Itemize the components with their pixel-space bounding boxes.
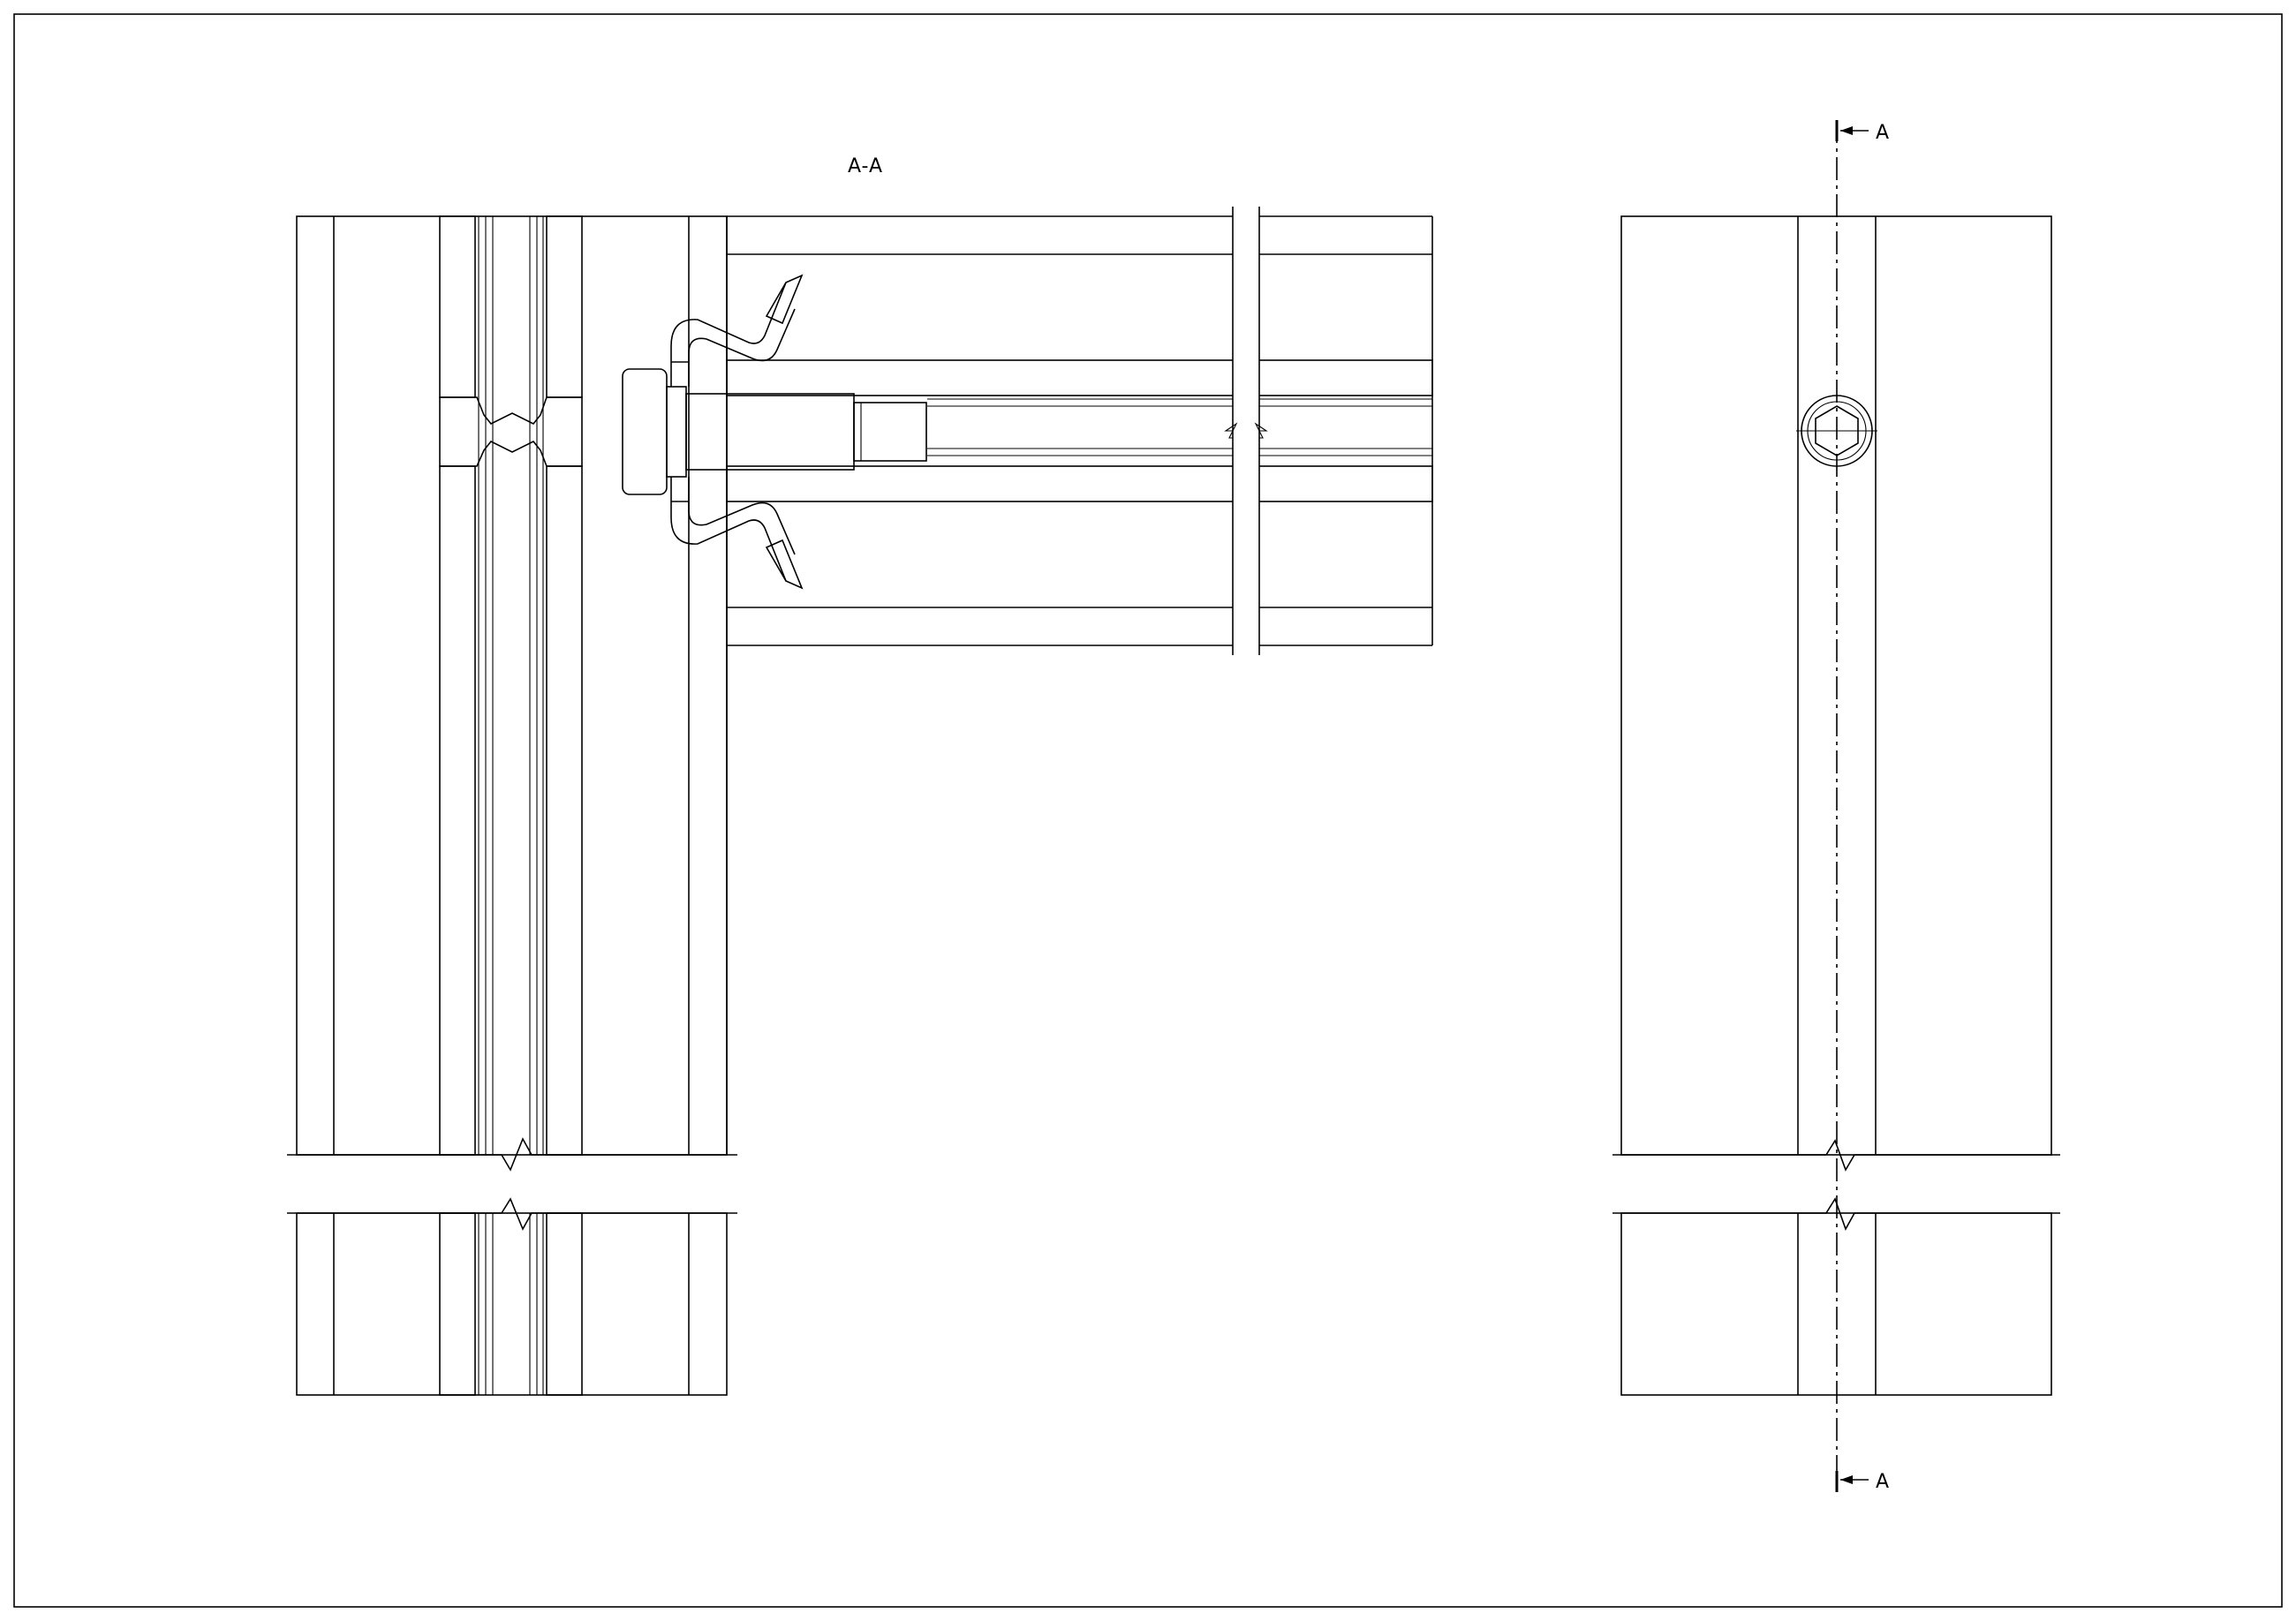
- spring-clip-upper: [670, 274, 804, 387]
- section-view-a-a: A-A: [287, 155, 1433, 1396]
- vertical-mullion-lower: [287, 1197, 737, 1396]
- horizontal-transom: [726, 207, 1433, 655]
- fastener-bolt: [622, 368, 927, 495]
- elevation-view: A A: [1612, 120, 2060, 1493]
- vertical-mullion-upper: [287, 215, 737, 1172]
- spring-clip-lower: [670, 477, 804, 590]
- cut-plane-marker-bottom: A: [1835, 1471, 1890, 1493]
- sheet-border: [13, 13, 2283, 1608]
- cut-plane-label-bottom: A: [1876, 1471, 1890, 1493]
- section-view-title: A-A: [848, 155, 883, 177]
- cut-plane-marker-top: A: [1835, 120, 1890, 144]
- cut-plane-label-top: A: [1876, 122, 1890, 144]
